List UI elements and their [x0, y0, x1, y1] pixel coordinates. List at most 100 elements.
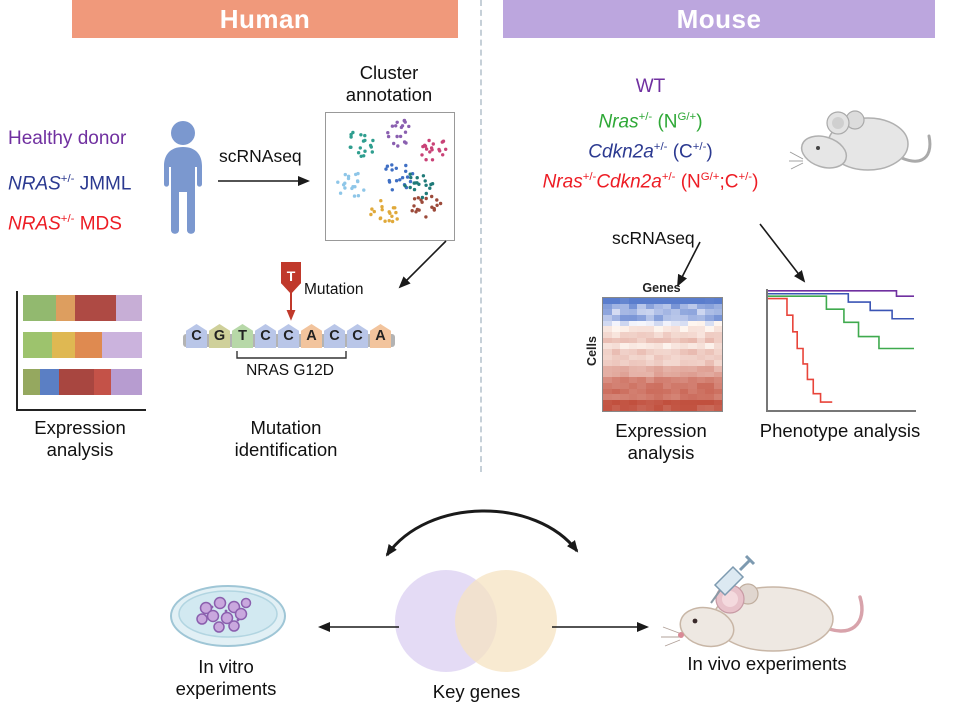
in-vivo-mouse-icon: [661, 554, 864, 652]
survival-curves: [768, 289, 914, 408]
genotype-text: (C: [667, 141, 693, 163]
human-mouse-exchange-arrow: [385, 509, 579, 557]
mutant-base-box: T: [281, 262, 301, 294]
expression-bar-row: [23, 295, 142, 321]
cluster-annotation-label: Cluster annotation: [345, 62, 433, 105]
syringe-barrel: [713, 565, 745, 597]
sequence-base-T: T: [232, 324, 253, 348]
sequence-base-C: C: [278, 324, 299, 348]
allele-sup: +/-: [582, 171, 597, 183]
sequence-base-A: A: [370, 324, 391, 348]
expression-bar-row: [23, 369, 142, 395]
allele-sup: +/-: [653, 141, 668, 153]
expression-analysis-label-human: Expression analysis: [34, 417, 126, 460]
mouse-header: Mouse: [503, 0, 935, 38]
mutation-label: Mutation: [304, 281, 364, 298]
genotype-text: ): [706, 141, 713, 163]
mutation-identification-label: Mutation identification: [234, 417, 338, 460]
mouse-scrnaseq-label: scRNAseq: [612, 228, 695, 248]
panel-divider: [480, 0, 482, 472]
heatmap-y-label: Cells: [585, 336, 599, 366]
expression-analysis-label-mouse: Expression analysis: [615, 420, 707, 463]
sequence-base-A: A: [301, 324, 322, 348]
genotype-text: ;C: [719, 171, 739, 193]
expression-chart-human: [16, 291, 146, 411]
human-genotype-mds: NRAS+/- MDS: [8, 204, 122, 234]
gene-name: Cdkn2a: [596, 171, 662, 193]
allele-sup: +/-: [661, 171, 676, 183]
key-genes-label: Key genes: [432, 681, 521, 702]
petri-dish-icon: [170, 585, 286, 647]
genotype-text: (N: [675, 171, 701, 193]
survival-curve-nras: [768, 296, 914, 348]
survival-curve-cdkn2a: [768, 294, 914, 319]
allele-sup: +/-: [60, 213, 75, 225]
survival-curve-double-mutant: [768, 299, 832, 403]
mouse-icon: [789, 110, 932, 171]
mouse-head: [679, 606, 735, 648]
sequence-base-C: C: [186, 324, 207, 348]
mouse-nose: [678, 632, 684, 638]
genotype-text: (N: [652, 111, 678, 133]
genotype-text: ): [696, 111, 703, 133]
human-scrnaseq-label: scRNAseq: [219, 146, 302, 166]
phenotype-analysis-label: Phenotype analysis: [759, 420, 921, 441]
person-icon: [164, 121, 202, 234]
in-vitro-label: In vitro experiments: [175, 656, 277, 699]
variant-bracket: [236, 351, 347, 359]
allele-sup: +/-: [738, 171, 753, 183]
human-genotype-healthy: Healthy donor: [8, 124, 126, 154]
heatmap: [602, 297, 723, 412]
syringe-plunger-cap: [744, 554, 756, 566]
in-vivo-label: In vivo experiments: [687, 653, 847, 674]
allele-sup: +/-: [60, 173, 75, 185]
mouse-eye: [816, 146, 820, 150]
genotype-text: Healthy donor: [8, 128, 127, 149]
mouse-genotype-list: WT Nras+/- (NG/+) Cdkn2a+/- (C+/-) Nras+…: [498, 72, 803, 192]
venn-circle-right: [455, 570, 557, 672]
human-header: Human: [72, 0, 458, 38]
allele-sup: +/-: [692, 141, 707, 153]
mouse-genotype-double: Nras+/-Cdkn2a+/- (NG/+;C+/-): [498, 162, 803, 192]
genotype-text: ): [752, 171, 759, 193]
variant-label: NRAS G12D: [246, 362, 334, 379]
venn-diagram: [395, 570, 557, 672]
genotype-text: JMML: [74, 173, 132, 195]
human-genotype-jmml: NRAS+/- JMML: [8, 164, 131, 194]
gene-name: NRAS: [8, 173, 61, 195]
expression-bars: [18, 291, 142, 395]
mouse-genotype-wt: WT: [498, 72, 803, 102]
gene-name: Cdkn2a: [588, 141, 654, 163]
syringe-plunger: [738, 558, 752, 572]
syringe-needle: [710, 588, 722, 604]
gene-name: Nras: [598, 111, 639, 133]
mouse-head: [800, 135, 848, 169]
cluster-dots: [336, 118, 448, 224]
person-body: [164, 147, 202, 234]
sequence-base-G: G: [209, 324, 230, 348]
mouse-whiskers: [789, 151, 804, 170]
heatmap-x-label: Genes: [642, 281, 681, 295]
mouse-whiskers: [661, 626, 681, 647]
expression-bar-row: [23, 332, 142, 358]
survival-plot: [766, 289, 916, 412]
allele-sup: G/+: [700, 171, 720, 183]
mouse-eye: [692, 618, 698, 624]
sequence-base-C: C: [324, 324, 345, 348]
sequence-base-C: C: [347, 324, 368, 348]
cell-colonies: [196, 596, 252, 633]
allele-sup: G/+: [677, 111, 697, 123]
mouse-genotype-cdkn2a: Cdkn2a+/- (C+/-): [498, 132, 803, 162]
cell-dots: [210, 605, 240, 622]
genotype-text: MDS: [74, 213, 122, 235]
cluster-to-mutation-arrow: [398, 240, 447, 289]
survival-curve-wild-type: [768, 291, 914, 296]
mouse-genotype-nras: Nras+/- (NG/+): [498, 102, 803, 132]
mouse-inner-ear: [832, 117, 844, 129]
gene-name: Nras: [542, 171, 583, 193]
sequence-base-C: C: [255, 324, 276, 348]
person-head: [171, 121, 195, 145]
cluster-scatter-plot: [325, 112, 455, 241]
